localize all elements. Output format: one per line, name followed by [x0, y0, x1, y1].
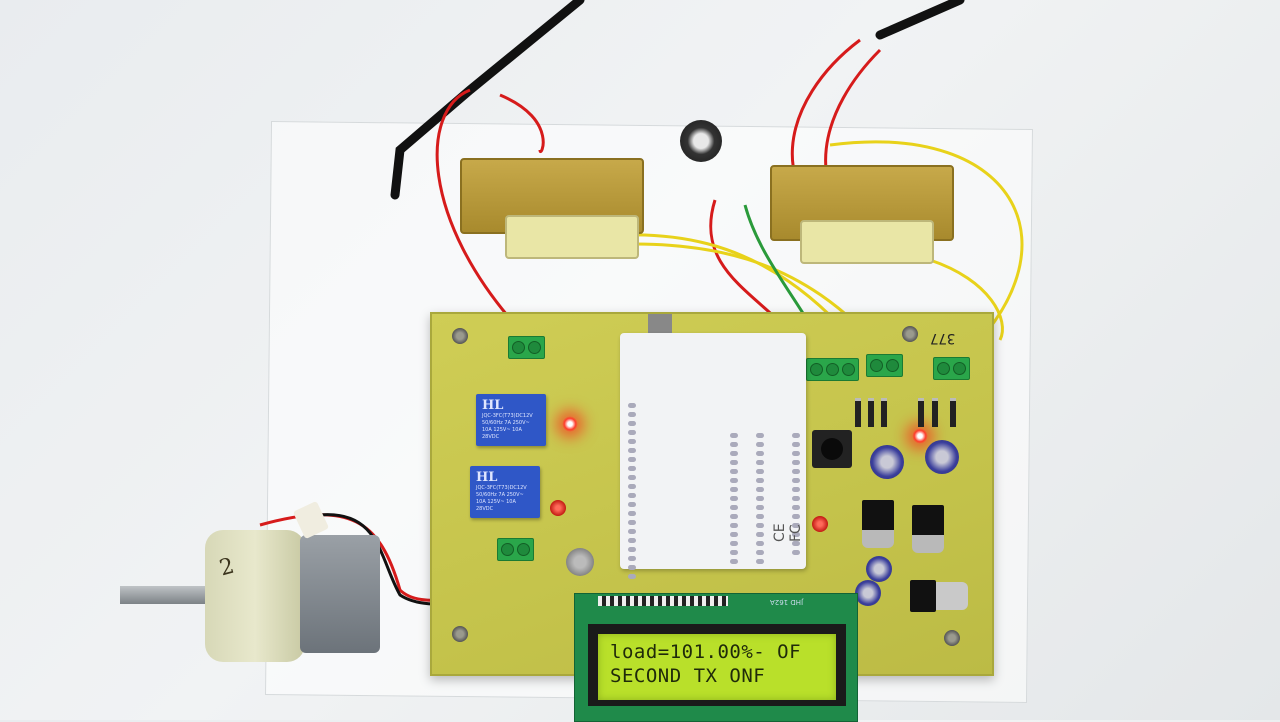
diode — [855, 398, 861, 427]
diode — [950, 398, 956, 427]
header-pins-left — [628, 403, 636, 579]
relay-spec: JQC-3FC(T73)DC12V 50/60Hz 7A 250V~ 10A 1… — [482, 413, 533, 440]
mount-screw — [902, 326, 918, 342]
electrolytic-capacitor — [866, 556, 892, 582]
terminal-block-2pin — [866, 354, 903, 377]
relay-brand: HL — [476, 470, 498, 485]
header-pins-mid2 — [756, 433, 764, 564]
trim-potentiometer[interactable] — [566, 548, 594, 576]
diode — [868, 398, 874, 427]
relay2-led — [550, 500, 566, 516]
header-pins-right — [792, 433, 800, 555]
diode — [932, 398, 938, 427]
gear-motor-can — [300, 535, 380, 653]
lcd-screen: load=101.00%- OF SECOND TX ONF — [598, 634, 836, 700]
relay-2: HL JQC-3FC(T73)DC12V 50/60Hz 7A 250V~ 10… — [470, 466, 540, 518]
regulator-heatsink-tab — [936, 582, 968, 610]
electrolytic-capacitor — [870, 445, 904, 479]
transformer-2-coil — [800, 220, 934, 264]
terminal-block-mains — [508, 336, 545, 359]
electrolytic-capacitor — [855, 580, 881, 606]
lcd-line-1: load=101.00%- OF — [610, 641, 802, 663]
mount-screw — [452, 626, 468, 642]
relay-brand: HL — [482, 398, 504, 413]
status-led — [812, 516, 828, 532]
voltage-regulator — [910, 580, 936, 612]
voltage-regulator — [862, 500, 894, 532]
potentiometer-knob[interactable] — [680, 120, 722, 162]
lcd-line-2: SECOND TX ONF — [610, 665, 766, 687]
header-pins-mid — [730, 433, 738, 564]
gear-motor-gearbox — [205, 530, 305, 662]
usb-connector — [648, 314, 672, 336]
voltage-regulator — [912, 505, 944, 537]
regulator-heatsink-tab — [862, 530, 894, 548]
mount-screw — [452, 328, 468, 344]
transformer-1-coil — [505, 215, 639, 259]
diode — [918, 398, 924, 427]
relay1-led — [562, 416, 578, 432]
lcd-model-label: JHD 162A — [770, 598, 804, 606]
relay-1: HL JQC-3FC(T73)DC12V 50/60Hz 7A 250V~ 10… — [476, 394, 546, 446]
motor-shaft — [120, 586, 210, 604]
lcd-header-pins — [598, 596, 728, 606]
power-led — [912, 428, 928, 444]
push-button[interactable] — [812, 430, 852, 468]
relay-spec: JQC-3FC(T73)DC12V 50/60Hz 7A 250V~ 10A 1… — [476, 485, 527, 512]
certification-marks: CE FC — [772, 523, 804, 542]
board-number-label: 377 — [930, 330, 956, 346]
push-button-cap[interactable] — [821, 438, 843, 460]
arduino-board: CE FC — [620, 333, 806, 579]
mount-screw — [944, 630, 960, 646]
electrolytic-capacitor — [925, 440, 959, 474]
regulator-heatsink-tab — [912, 535, 944, 553]
terminal-block-3pin — [806, 358, 859, 381]
terminal-block-motor — [497, 538, 534, 561]
diode — [881, 398, 887, 427]
terminal-block-2pin — [933, 357, 970, 380]
